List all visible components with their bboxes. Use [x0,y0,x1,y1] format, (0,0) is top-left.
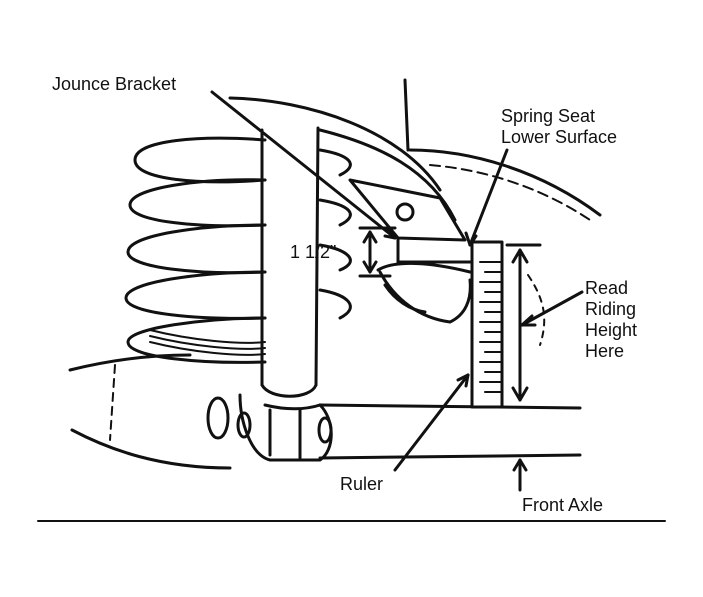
read-height-label: Read Riding Height Here [585,278,637,362]
riding-height-dimension [505,243,546,402]
read-height-label-line-1: Read [585,278,629,298]
coil-spring [124,136,352,364]
ruler-label: Ruler [340,474,384,494]
axle-tube [68,353,582,470]
spring-seat-label-line-1: Spring Seat [501,106,596,126]
dimension-label: 1 1/2" [290,242,337,262]
shock-absorber [206,126,333,462]
read-height-label-line-4: Here [585,341,625,361]
jounce-bracket-label: Jounce Bracket [52,74,177,94]
jounce-bracket [348,178,472,324]
leader-lines [210,90,584,492]
ruler [470,240,504,409]
one-and-half-dimension [358,226,397,278]
vehicle-body-outline [228,78,602,222]
read-height-label-line-2: Riding [585,299,637,319]
front-axle-label: Front Axle [522,495,604,515]
spring-seat-label: Spring Seat Lower Surface [501,106,617,148]
read-height-label-line-3: Height [585,320,638,340]
spring-seat-label-line-2: Lower Surface [501,127,618,147]
